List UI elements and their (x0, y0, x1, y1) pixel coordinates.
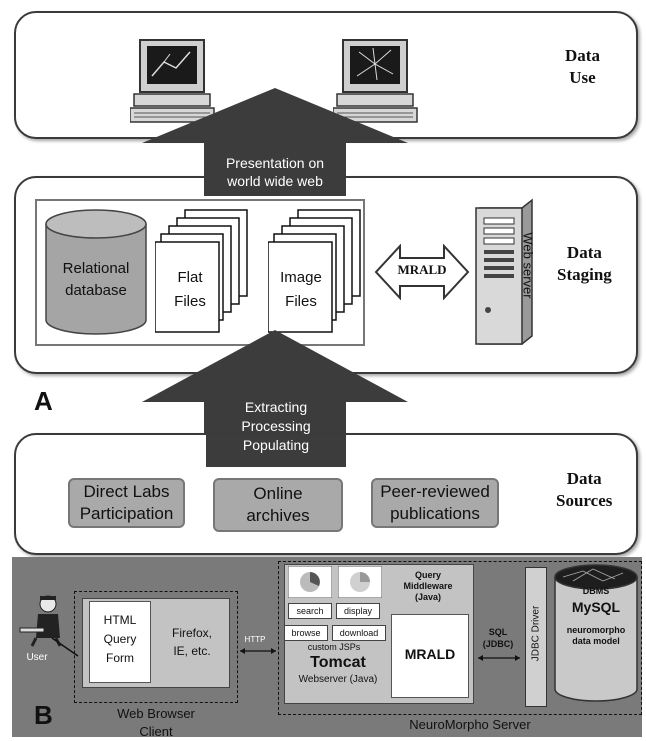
panel-b-letter: B (34, 700, 53, 730)
http-connector (240, 648, 276, 654)
html-query-form (89, 601, 151, 683)
relational-database-label: Relational database (62, 260, 130, 299)
image-files-icon (268, 209, 361, 333)
web-browser-client-label: Web Browser Client (117, 706, 195, 739)
database-icon (45, 209, 147, 335)
computer-icon (130, 39, 215, 123)
web-server-icon (475, 198, 533, 345)
data-sources-label: Data Sources (556, 469, 613, 510)
dbms-label: DBMS (582, 586, 610, 596)
pie-chart-icon (288, 566, 332, 598)
flat-files-label: Flat Files (174, 269, 206, 310)
neuromorpho-server-label: NeuroMorpho Server (409, 717, 531, 732)
data-use-label: Data Use (565, 46, 600, 87)
search-button: search (288, 603, 332, 619)
sql-connector (478, 655, 520, 661)
tomcat-label: Tomcat (310, 654, 366, 671)
mrald-double-arrow (374, 244, 470, 300)
data-model-label: neuromorpho data model (566, 625, 626, 646)
jdbc-driver-bar (525, 567, 547, 707)
mrald-label: MRALD (397, 262, 447, 277)
source-online-archives: Online archives (213, 478, 343, 532)
presentation-text: Presentation on world wide web (225, 155, 325, 189)
webserver-java-label: Webserver (Java) (298, 674, 378, 685)
web-browser-client-box (74, 591, 238, 703)
presentation-arrow (142, 88, 408, 196)
mysql-label: MySQL (571, 599, 621, 615)
extraction-arrow-fill (206, 433, 346, 467)
custom-jsps-label: custom JSPs (307, 642, 361, 652)
source-peer-reviewed: Peer-reviewed publications (371, 478, 499, 528)
user-connector (51, 637, 79, 657)
neuromorpho-server-box (278, 561, 642, 715)
browsers-label: Firefox, IE, etc. (171, 626, 212, 658)
user-icon (19, 595, 62, 647)
pie-chart-icon (338, 566, 382, 598)
data-staging-label: Data Staging (557, 243, 612, 284)
user-label: User (26, 652, 48, 663)
flat-files-icon (155, 209, 248, 333)
web-server-label: Web server (520, 232, 536, 299)
browse-button: browse (284, 625, 328, 641)
jdbc-driver-label: JDBC Driver (530, 605, 542, 662)
source-direct-labs: Direct Labs Participation (68, 478, 185, 528)
display-button: display (336, 603, 380, 619)
computer-icon (333, 39, 418, 123)
query-middleware-label: Query Middleware (Java) (403, 570, 453, 602)
mrald-box (391, 614, 469, 698)
html-query-form-label: HTML Query Form (103, 613, 137, 665)
http-label: HTTP (244, 635, 266, 644)
panel-a-letter: A (34, 386, 53, 416)
extraction-text: Extracting Processing Populating (241, 399, 311, 453)
sql-label: SQL (JDBC) (482, 627, 514, 649)
dbms-cylinder-icon (554, 564, 638, 702)
download-button: download (332, 625, 386, 641)
image-files-label: Image Files (280, 269, 322, 310)
mrald-box-label: MRALD (404, 646, 456, 662)
